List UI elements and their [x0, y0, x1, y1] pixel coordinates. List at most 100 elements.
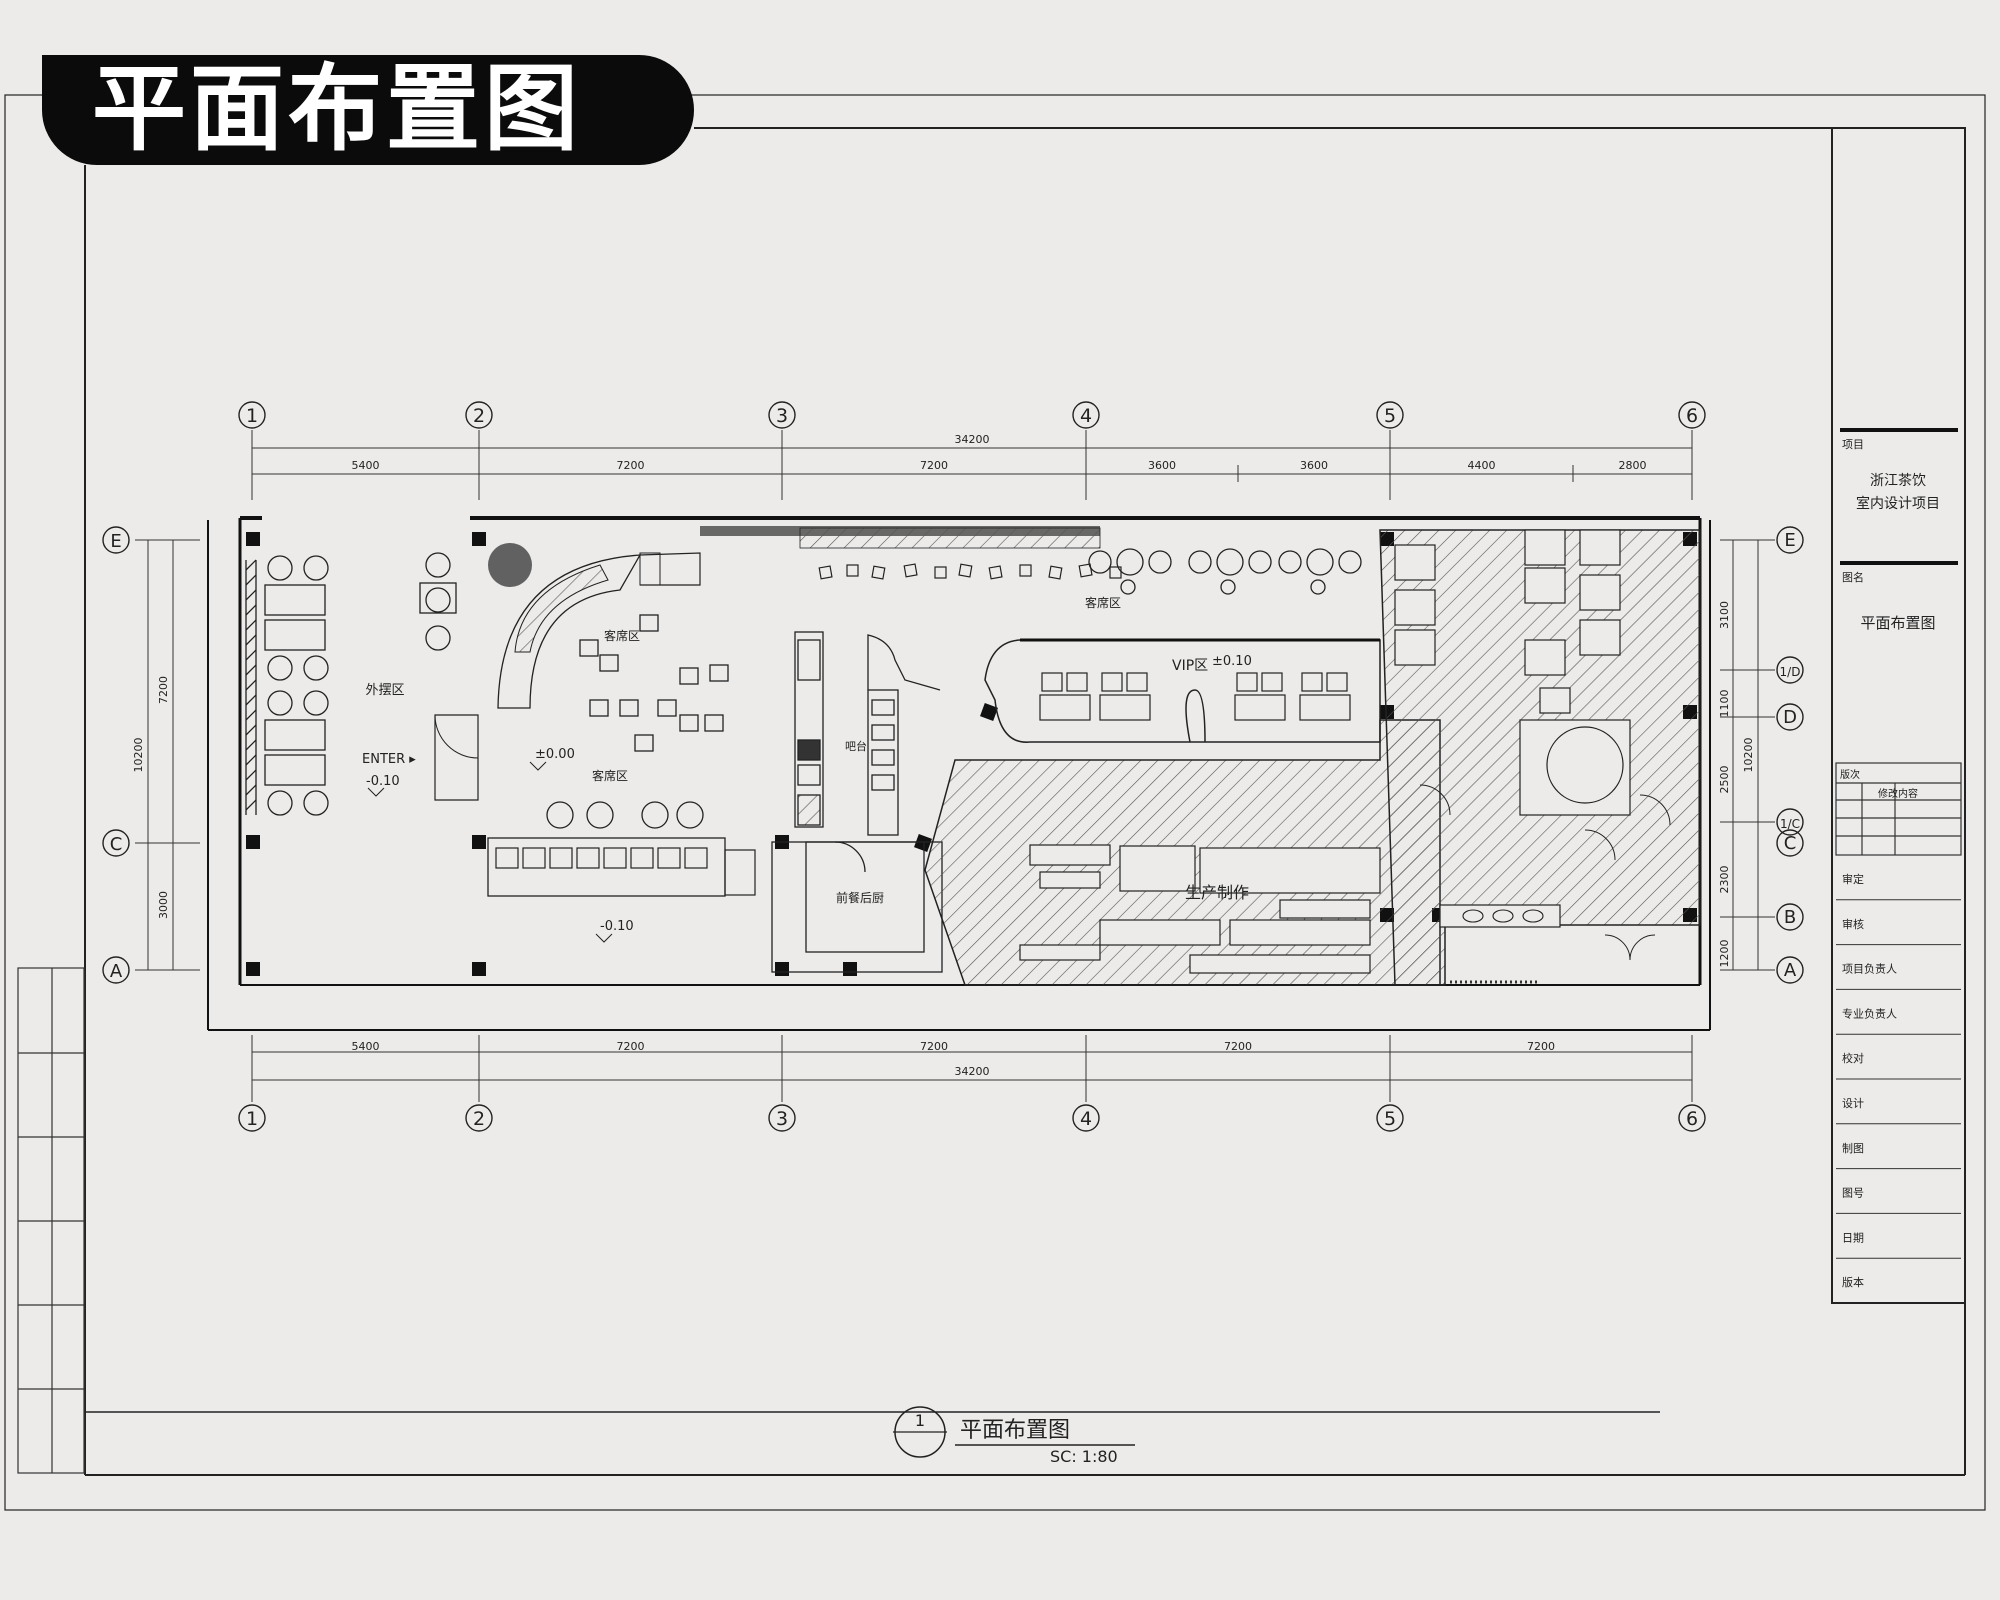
grid-label-row-right-C: C [1784, 833, 1797, 854]
grid-bubble-col-1 [238, 1104, 266, 1132]
dim-left-total: 10200 [132, 738, 145, 773]
grid-bubble-row-right-B [1776, 903, 1804, 931]
dim-top-total: 34200 [955, 433, 990, 446]
grid-bubble-col-3 [768, 401, 796, 429]
title-project-label: 项目 [1842, 438, 1864, 451]
dim-left-0: 7200 [157, 676, 170, 704]
grid-bubble-row-C [102, 829, 130, 857]
title-row-label-5: 设计 [1842, 1097, 1864, 1110]
outdoor-area: 外摆区 ENTER ▸ -0.10 [245, 552, 479, 816]
dim-right-4: 1200 [1718, 940, 1731, 968]
dim-right-total: 10200 [1742, 738, 1755, 773]
grid-bubble-col-3 [768, 1104, 796, 1132]
grid-bubble-row-right-A [1776, 956, 1804, 984]
grid-label-col-6: 6 [1686, 1108, 1698, 1130]
title-project-name-1: 浙江茶饮 [1870, 473, 1926, 489]
title-row-label-9: 版本 [1842, 1275, 1864, 1289]
title-row-label-7: 图号 [1842, 1187, 1864, 1200]
lower-level: -0.10 [600, 919, 634, 934]
dim-top-0: 5400 [352, 459, 380, 472]
dim-bottom-4: 7200 [1527, 1040, 1555, 1053]
caption-number: 1 [915, 1411, 925, 1430]
dim-top-5: 4400 [1468, 459, 1496, 472]
grid-label-col-4: 4 [1080, 405, 1092, 427]
room-label-back-kitchen: 前餐后厨 [836, 890, 884, 905]
room-label-outdoor: 外摆区 [365, 683, 404, 698]
dim-right-3: 2300 [1718, 866, 1731, 894]
grid-label-row-right-1-D: 1/D [1780, 665, 1801, 679]
grid-bubble-col-1 [238, 401, 266, 429]
title-row-label-8: 日期 [1842, 1231, 1864, 1244]
title-drawing-label: 图名 [1842, 570, 1864, 584]
dim-bottom-0: 5400 [352, 1040, 380, 1053]
room-label-guest-1: 客席区 [604, 628, 640, 643]
dim-bottom-2: 7200 [920, 1040, 948, 1053]
title-row-label-3: 专业负责人 [1842, 1006, 1897, 1020]
grid-bubble-col-5 [1376, 1104, 1404, 1132]
room-label-guest-3: 客席区 [1085, 595, 1121, 610]
room-label-production: 生产制作 [1185, 883, 1249, 902]
dim-bottom-total: 34200 [955, 1065, 990, 1078]
dim-top-3: 3600 [1148, 459, 1176, 472]
grid-label-col-2: 2 [473, 1108, 485, 1130]
grid-label-row-E: E [110, 531, 121, 552]
grid-bubble-col-4 [1072, 1104, 1100, 1132]
dim-right-1: 1100 [1718, 690, 1731, 718]
grid-label-row-right-1-C: 1/C [1780, 817, 1800, 831]
grid-bubble-row-E [102, 526, 130, 554]
grid-bubble-col-4 [1072, 401, 1100, 429]
title-project-name-2: 室内设计项目 [1856, 495, 1940, 512]
caption-title: 平面布置图 [960, 1418, 1070, 1443]
dim-top-1: 7200 [617, 459, 645, 472]
banner-title: 平面布置图 [92, 55, 583, 164]
dim-top-6: 2800 [1619, 459, 1647, 472]
entrance-level: -0.10 [366, 774, 400, 789]
room-label-guest-2: 客席区 [592, 768, 628, 783]
caption-scale: SC: 1:80 [1050, 1447, 1118, 1466]
entrance-label: ENTER ▸ [362, 752, 416, 767]
grid-label-row-right-D: D [1783, 707, 1797, 728]
title-row-label-2: 项目负责人 [1842, 962, 1897, 976]
grid-bubble-col-2 [465, 1104, 493, 1132]
grid-label-col-1: 1 [246, 405, 258, 427]
grid-label-row-right-E: E [1784, 530, 1795, 551]
room-label-vip: VIP区 [1172, 658, 1208, 674]
dim-bottom-3: 7200 [1224, 1040, 1252, 1053]
title-row-label-0: 审定 [1842, 872, 1864, 886]
grid-label-col-5: 5 [1384, 405, 1396, 427]
grid-bubble-row-right-D [1776, 703, 1804, 731]
dimension-lines [135, 430, 1775, 1102]
bar-area: 吧台 前餐后厨 [771, 631, 943, 973]
grid-bubble-row-A [102, 956, 130, 984]
grid-label-row-C: C [110, 834, 123, 855]
hall-level: ±0.00 [535, 747, 575, 762]
revision-content: 修改内容 [1878, 787, 1918, 800]
grid-bubble-row-right-1-D [1776, 656, 1804, 684]
guest-area-3: 客席区 VIP区 ±0.10 [700, 526, 1381, 743]
grid-label-row-A: A [110, 961, 123, 982]
dim-top-2: 7200 [920, 459, 948, 472]
left-strip [17, 967, 85, 1474]
vip-level: ±0.10 [1212, 654, 1252, 669]
dim-right-2: 2500 [1718, 766, 1731, 794]
grid-bubble-row-right-C [1776, 829, 1804, 857]
title-row-label-1: 审核 [1842, 917, 1864, 931]
grid-label-col-5: 5 [1384, 1108, 1396, 1130]
guest-area-1: 客席区 ±0.00 客席区 -0.10 [487, 543, 756, 943]
dim-top-4: 3600 [1300, 459, 1328, 472]
production-area: 生产制作 [924, 529, 1701, 986]
drawing-caption: 1 平面布置图 SC: 1:80 [893, 1406, 1135, 1466]
grid-label-col-1: 1 [246, 1108, 258, 1130]
title-drawing-name: 平面布置图 [1860, 614, 1935, 632]
revision-label: 版次 [1840, 768, 1860, 781]
grid-bubble-col-6 [1678, 1104, 1706, 1132]
grid-label-col-4: 4 [1080, 1108, 1092, 1130]
title-block: 项目 浙江茶饮 室内设计项目 图名 平面布置图 版次 修改内容 审定审核项目负责… [1831, 127, 1966, 1304]
grid-label-row-right-A: A [1784, 960, 1797, 981]
grid-label-col-2: 2 [473, 405, 485, 427]
dim-right-0: 3100 [1718, 601, 1731, 629]
title-banner [42, 55, 694, 165]
dim-bottom-1: 7200 [617, 1040, 645, 1053]
